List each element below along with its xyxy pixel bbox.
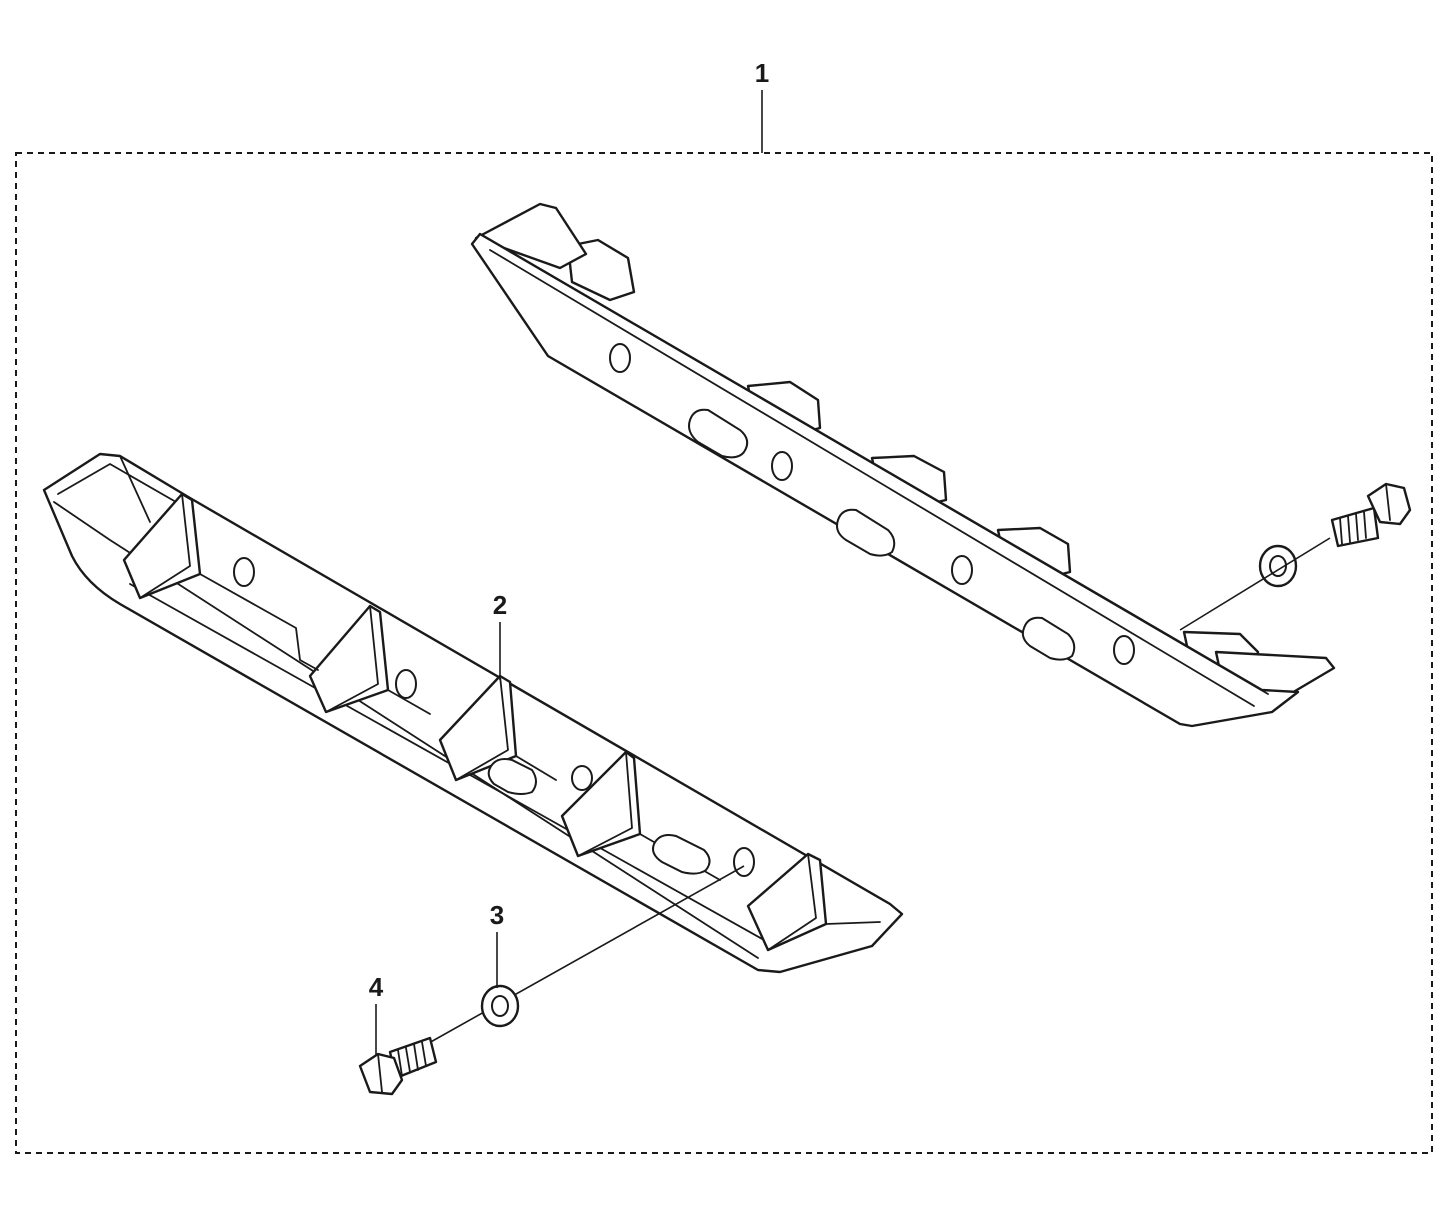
bolt-lower (358, 1036, 438, 1096)
callout-2-label: 2 (493, 590, 507, 620)
washer-upper (1258, 544, 1298, 588)
assembly-line-upper (1179, 537, 1331, 631)
skid-upper (470, 202, 1336, 728)
callout-2[interactable]: 2 (493, 590, 507, 680)
callout-1[interactable]: 1 (755, 58, 769, 153)
assembly-line-lower (419, 865, 745, 1049)
callout-1-label: 1 (755, 58, 769, 88)
bolt-upper (1330, 482, 1412, 548)
callout-4-label: 4 (369, 972, 384, 1002)
callout-3-label: 3 (490, 900, 504, 930)
washer-lower (480, 984, 520, 1028)
skid-lower (42, 452, 904, 974)
callout-4[interactable]: 4 (369, 972, 384, 1056)
callout-3[interactable]: 3 (490, 900, 504, 988)
kit-boundary-box (15, 152, 1433, 1154)
